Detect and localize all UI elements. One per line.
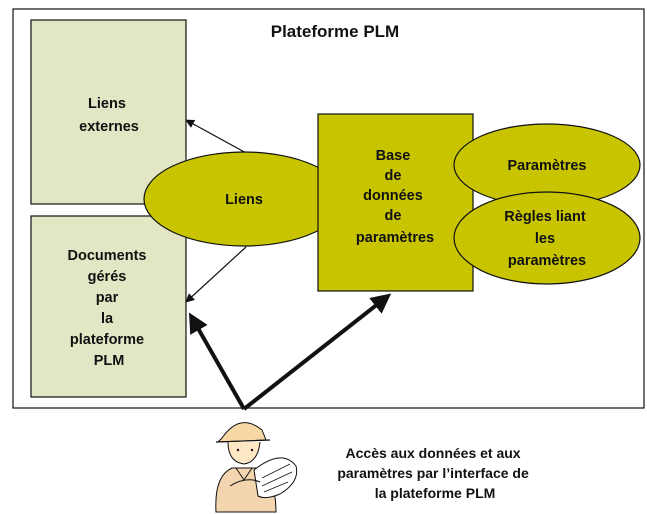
- parameters-label: Paramètres: [508, 158, 587, 174]
- external-links-label: Liens externes: [79, 96, 139, 135]
- access-arrow-to-database: [242, 293, 392, 411]
- rules-label: Règles liant les paramètres: [504, 209, 589, 269]
- links-label: Liens: [225, 192, 263, 208]
- arrow-liens-to-external: [185, 119, 249, 155]
- parameter-database-label: Base de données de paramètres: [356, 148, 434, 246]
- access-arrow-to-documents: [189, 312, 246, 410]
- arrow-liens-to-documents: [185, 246, 247, 303]
- parameter-database-box: [317, 113, 474, 292]
- engineer-with-blueprints-icon: [215, 422, 298, 513]
- platform-title: Plateforme PLM: [271, 22, 399, 41]
- documents-box: [30, 215, 187, 398]
- documents-label: Documents gérés par la plateforme PLM: [68, 248, 151, 369]
- rules-ellipse: [453, 191, 641, 285]
- access-caption: Accès aux données et aux paramètres par …: [337, 445, 532, 501]
